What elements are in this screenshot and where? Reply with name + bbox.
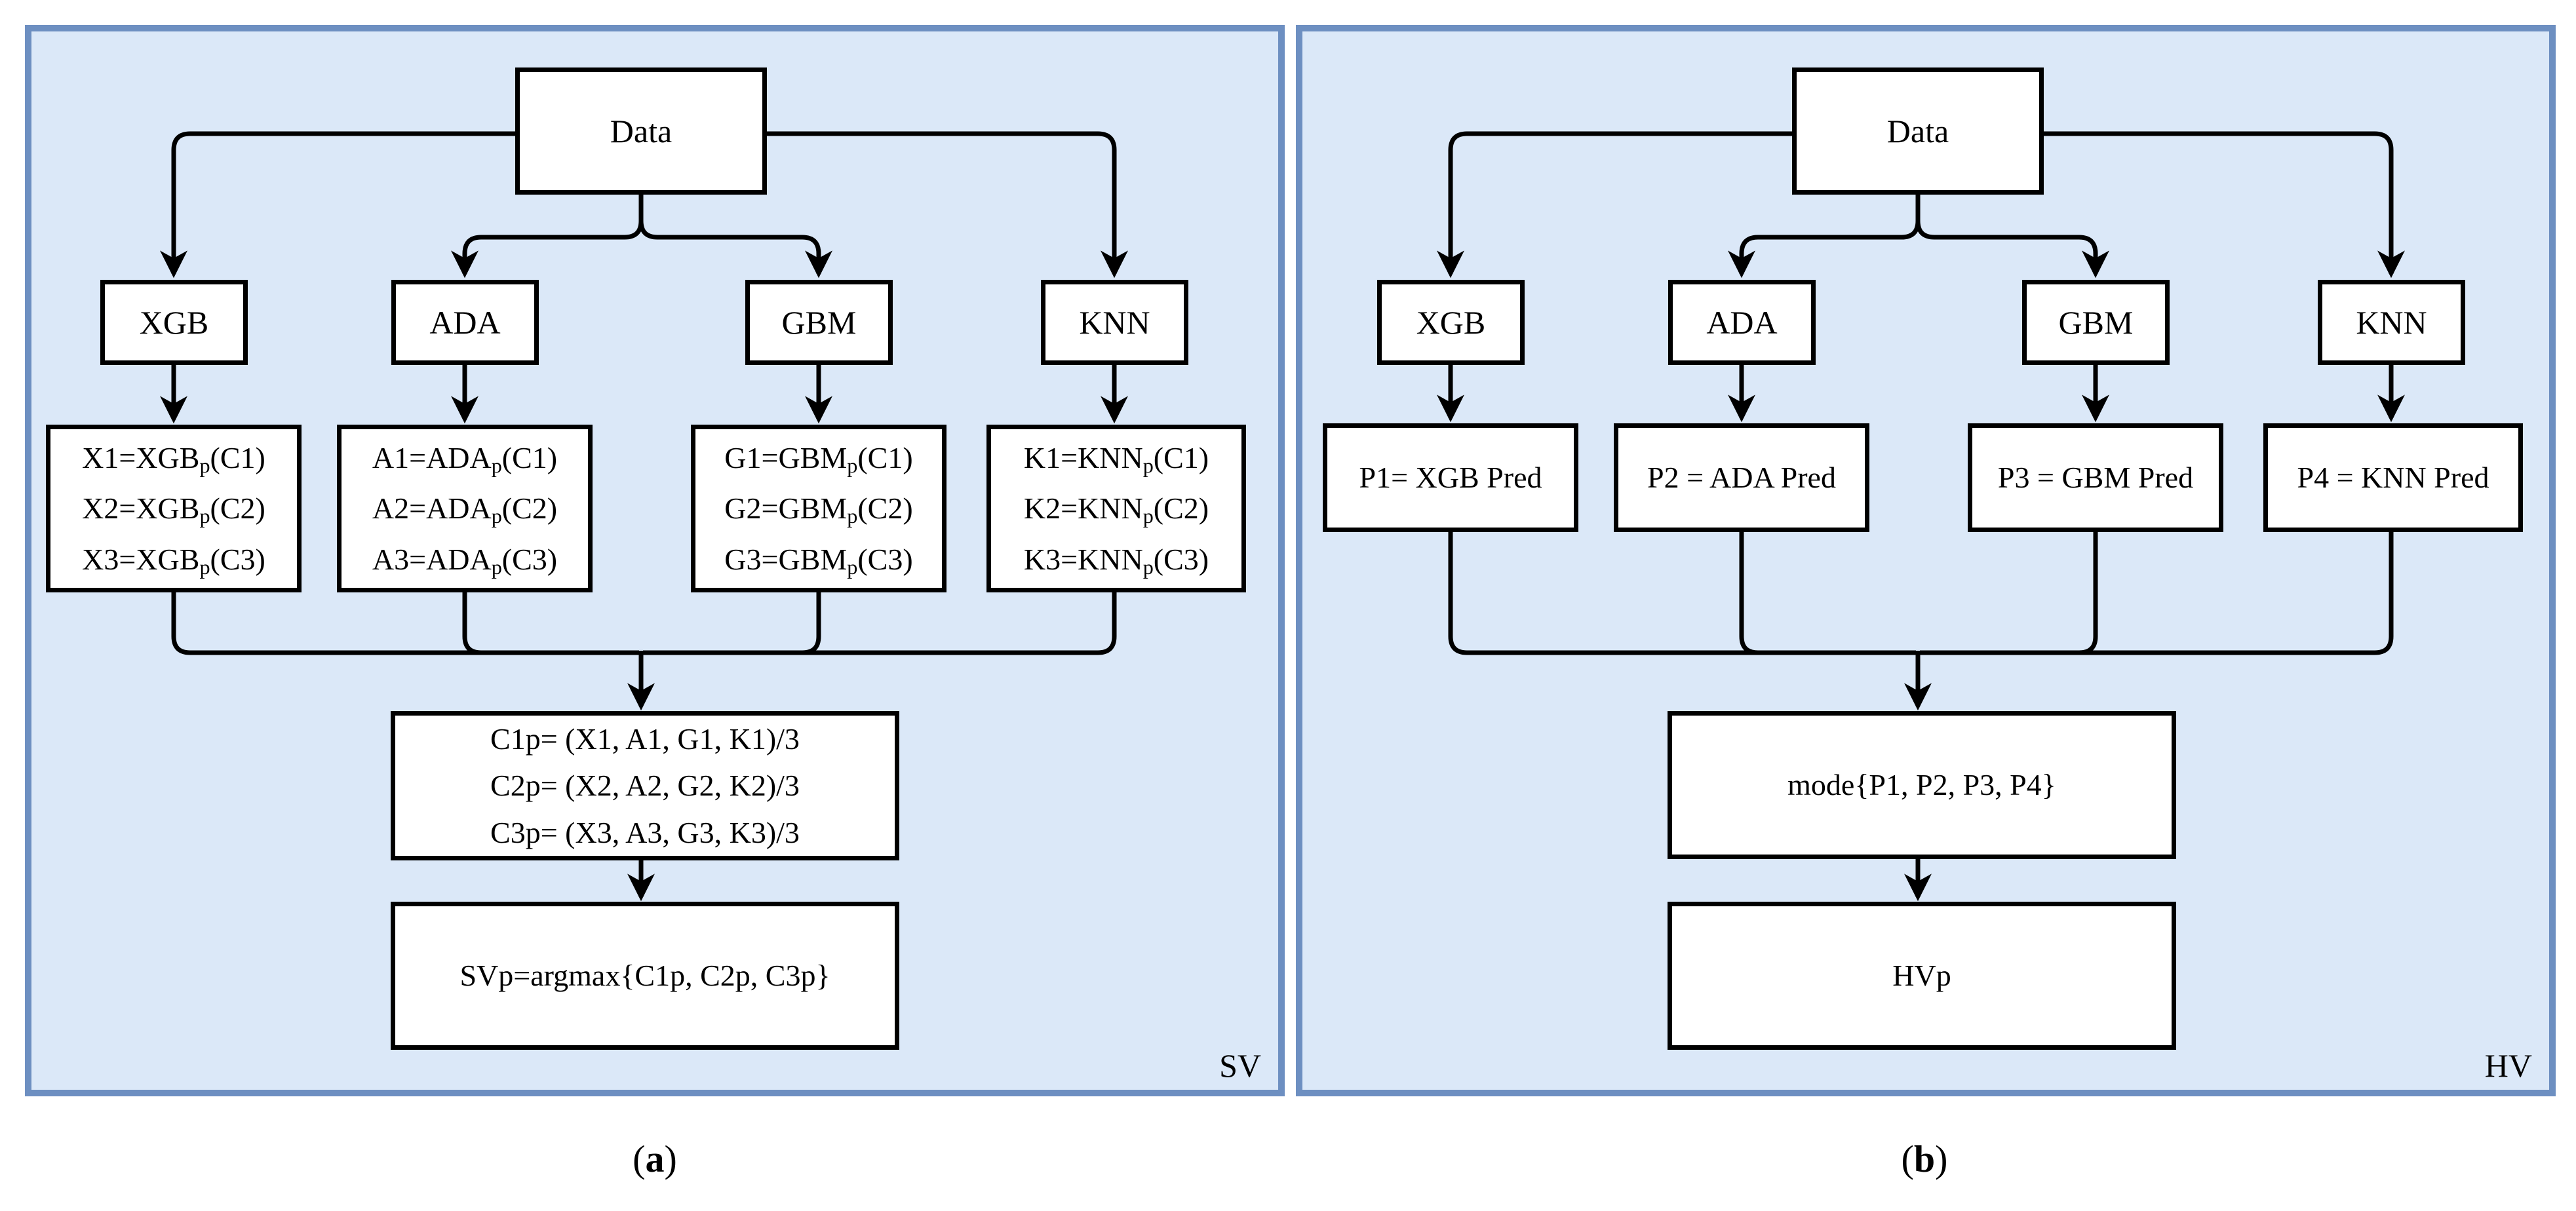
model-box-xgb-b: XGB	[1377, 280, 1525, 365]
data-box-a-label: Data	[610, 112, 673, 149]
formula-sub: p	[491, 554, 502, 579]
model-box-knn-b: KNN	[2318, 280, 2465, 365]
caption-a: (a)	[25, 1137, 1285, 1181]
formula-sub: p	[1142, 554, 1154, 579]
sv-result-box: SVp=argmax{C1p, C2p, C3p}	[391, 902, 899, 1050]
model-box-gbm-a-label: GBM	[781, 303, 857, 341]
formula-pre: K2=KNN	[1023, 491, 1143, 526]
formula-pre: G1=GBM	[724, 441, 848, 475]
pred-box-xgb-a: X1=XGBp(C1) X2=XGBp(C2) X3=XGBp(C3)	[46, 425, 302, 592]
formula-line: X3=XGBp(C3)	[82, 534, 265, 585]
formula-pre: A3=ADA	[372, 542, 492, 576]
sv-result-label: SVp=argmax{C1p, C2p, C3p}	[459, 959, 830, 993]
formula-post: (C1)	[857, 441, 913, 475]
data-box-b-label: Data	[1886, 112, 1949, 149]
hv-result-box: HVp	[1668, 902, 2176, 1050]
formula-sub: p	[847, 504, 858, 528]
caption-b-letter: b	[1913, 1138, 1936, 1180]
pred-box-gbm-b: P3 = GBM Pred	[1968, 423, 2223, 532]
formula-post: (C1)	[501, 441, 558, 475]
mode-box-b: mode{P1, P2, P3, P4}	[1668, 711, 2176, 859]
formula-line: A1=ADAp(C1)	[372, 432, 557, 483]
pred-box-gbm-b-label: P3 = GBM Pred	[1997, 461, 2194, 495]
pred-box-gbm-a: G1=GBMp(C1) G2=GBMp(C2) G3=GBMp(C3)	[691, 425, 946, 592]
formula-line: X2=XGBp(C2)	[82, 483, 265, 533]
formula-pre: K1=KNN	[1023, 441, 1143, 475]
formula-post: (C1)	[210, 441, 265, 475]
data-box-b: Data	[1792, 67, 2044, 195]
model-box-gbm-b: GBM	[2022, 280, 2170, 365]
formula-pre: X2=XGB	[82, 491, 200, 526]
avg-line-2: C2p= (X2, A2, G2, K2)/3	[490, 769, 800, 803]
caption-b: (b)	[1296, 1137, 2553, 1181]
formula-line: G1=GBMp(C1)	[724, 432, 912, 483]
avg-box-a: C1p= (X1, A1, G1, K1)/3 C2p= (X2, A2, G2…	[391, 711, 899, 860]
formula-post: (C3)	[210, 542, 265, 576]
model-box-knn-b-label: KNN	[2356, 303, 2427, 341]
formula-pre: A2=ADA	[372, 491, 492, 526]
formula-post: (C2)	[210, 491, 265, 526]
model-box-knn-a: KNN	[1041, 280, 1188, 365]
formula-sub: p	[199, 554, 210, 579]
pred-box-xgb-b: P1= XGB Pred	[1323, 423, 1578, 532]
hv-result-label: HVp	[1892, 959, 1951, 993]
formula-pre: K3=KNN	[1023, 542, 1143, 576]
formula-pre: A1=ADA	[372, 441, 492, 475]
model-box-knn-a-label: KNN	[1079, 303, 1150, 341]
data-box-a: Data	[515, 67, 767, 195]
formula-post: (C2)	[1153, 491, 1209, 526]
formula-sub: p	[847, 453, 858, 478]
model-box-xgb-a-label: XGB	[139, 303, 209, 341]
pred-box-ada-a: A1=ADAp(C1) A2=ADAp(C2) A3=ADAp(C3)	[337, 425, 593, 592]
formula-line: X1=XGBp(C1)	[82, 432, 265, 483]
avg-line-1: C1p= (X1, A1, G1, K1)/3	[490, 722, 800, 756]
formula-sub: p	[491, 453, 502, 478]
model-box-gbm-a: GBM	[745, 280, 893, 365]
model-box-xgb-a: XGB	[100, 280, 248, 365]
formula-sub: p	[1142, 504, 1154, 528]
caption-a-letter: a	[645, 1138, 665, 1180]
formula-line: K2=KNNp(C2)	[1024, 483, 1209, 533]
mode-box-b-label: mode{P1, P2, P3, P4}	[1787, 768, 2056, 802]
pred-box-xgb-b-label: P1= XGB Pred	[1359, 461, 1542, 495]
formula-sub: p	[199, 453, 210, 478]
formula-pre: G3=GBM	[724, 542, 848, 576]
formula-post: (C1)	[1153, 441, 1209, 475]
formula-post: (C3)	[857, 542, 913, 576]
avg-line-3: C3p= (X3, A3, G3, K3)/3	[490, 815, 800, 849]
pred-box-knn-b: P4 = KNN Pred	[2263, 423, 2523, 532]
formula-line: G2=GBMp(C2)	[724, 483, 912, 533]
formula-sub: p	[199, 504, 210, 528]
formula-post: (C2)	[501, 491, 558, 526]
pred-box-knn-a: K1=KNNp(C1) K2=KNNp(C2) K3=KNNp(C3)	[986, 425, 1246, 592]
formula-post: (C2)	[857, 491, 913, 526]
formula-pre: X3=XGB	[82, 542, 200, 576]
caption-b-close: )	[1935, 1138, 1948, 1180]
model-box-ada-b-label: ADA	[1706, 303, 1778, 341]
formula-pre: G2=GBM	[724, 491, 848, 526]
formula-sub: p	[847, 554, 858, 579]
caption-a-open: (	[633, 1138, 646, 1180]
pred-box-ada-b: P2 = ADA Pred	[1614, 423, 1869, 532]
pred-box-ada-b-label: P2 = ADA Pred	[1647, 461, 1836, 495]
formula-line: G3=GBMp(C3)	[724, 534, 912, 585]
formula-line: K3=KNNp(C3)	[1024, 534, 1209, 585]
model-box-ada-a-label: ADA	[429, 303, 501, 341]
formula-line: K1=KNNp(C1)	[1024, 432, 1209, 483]
pred-box-knn-b-label: P4 = KNN Pred	[2297, 461, 2489, 495]
model-box-ada-b: ADA	[1668, 280, 1816, 365]
model-box-gbm-b-label: GBM	[2058, 303, 2134, 341]
formula-sub: p	[491, 504, 502, 528]
formula-line: A3=ADAp(C3)	[372, 534, 557, 585]
model-box-xgb-b-label: XGB	[1416, 303, 1486, 341]
caption-a-close: )	[664, 1138, 677, 1180]
formula-pre: X1=XGB	[82, 441, 200, 475]
caption-b-open: (	[1901, 1138, 1914, 1180]
model-box-ada-a: ADA	[391, 280, 539, 365]
formula-line: A2=ADAp(C2)	[372, 483, 557, 533]
formula-post: (C3)	[1153, 542, 1209, 576]
formula-sub: p	[1142, 453, 1154, 478]
formula-post: (C3)	[501, 542, 558, 576]
